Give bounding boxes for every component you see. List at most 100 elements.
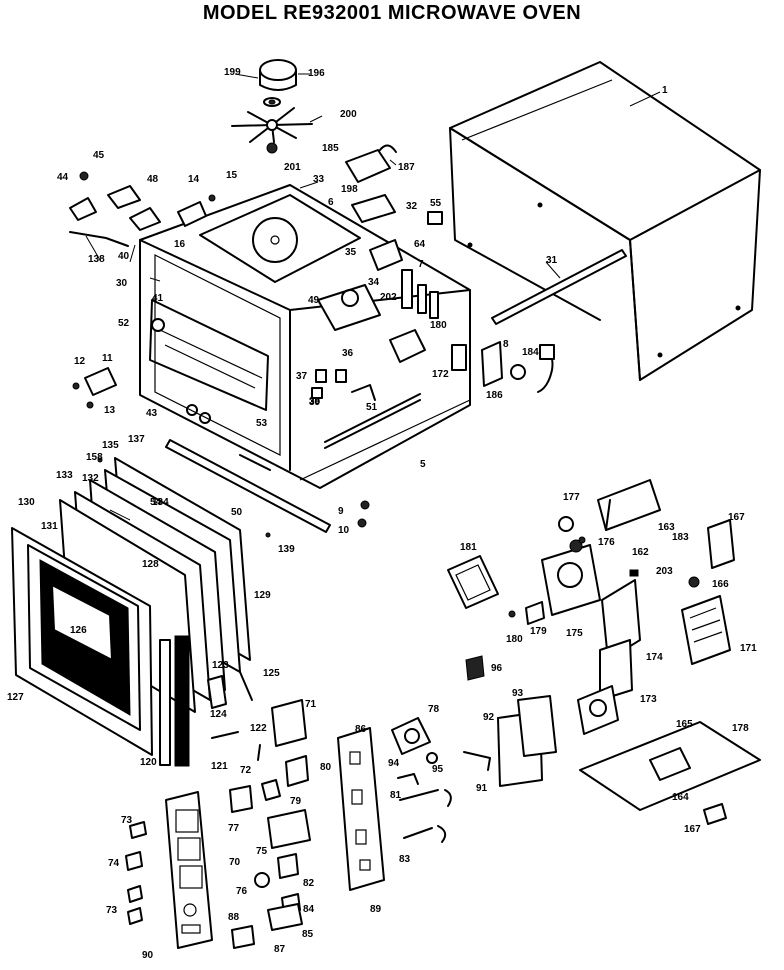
callout-38: 38 (309, 396, 321, 407)
relay (577, 685, 619, 735)
callout-39: 39 (309, 397, 321, 408)
callout-130: 130 (18, 497, 35, 508)
screw-176 (578, 536, 586, 544)
small-cover (427, 211, 443, 225)
callout-91: 91 (476, 783, 488, 794)
callout-138: 138 (88, 254, 105, 265)
gasket-ring (558, 516, 574, 532)
diode (465, 655, 485, 681)
callout-31: 31 (546, 255, 558, 266)
callout-34: 34 (368, 277, 380, 288)
callout-185: 185 (322, 143, 339, 154)
callout-88: 88 (228, 912, 240, 923)
transformer (681, 595, 731, 665)
callout-200: 200 (340, 109, 357, 120)
callout-124: 124 (210, 709, 227, 720)
callout-162: 162 (632, 547, 649, 558)
waveguide-assembly (317, 284, 381, 331)
callout-198: 198 (341, 184, 358, 195)
terminal-strip (401, 269, 439, 319)
callout-64: 64 (414, 239, 426, 250)
callout-87: 87 (274, 944, 286, 955)
callout-30: 30 (116, 278, 128, 289)
cabinet-rail (491, 249, 627, 325)
callout-50: 50 (231, 507, 243, 518)
callout-165: 165 (676, 719, 693, 730)
latch-parts (69, 171, 216, 409)
side-bracket (481, 341, 503, 387)
callout-79: 79 (290, 796, 302, 807)
oven-cavity-chassis (139, 184, 471, 489)
callout-84: 84 (303, 904, 315, 915)
callout-14: 14 (188, 174, 200, 185)
callout-77: 77 (228, 823, 240, 834)
callout-7: 7 (418, 259, 424, 270)
callout-44: 44 (57, 172, 69, 183)
door-hinge-rail (165, 404, 331, 533)
callout-40: 40 (118, 251, 130, 262)
callout-94: 94 (388, 758, 400, 769)
callout-95: 95 (432, 764, 444, 775)
air-guide (599, 569, 641, 701)
foot-bracket (703, 803, 727, 825)
callout-120: 120 (140, 757, 157, 768)
callout-166: 166 (712, 579, 729, 590)
fan-bracket (351, 194, 396, 223)
wiring-parts (397, 752, 452, 843)
lamp-cover (447, 555, 499, 609)
door-latch-parts (207, 671, 261, 761)
screw-139 (265, 532, 271, 538)
callout-173: 173 (640, 694, 657, 705)
callout-55: 55 (430, 198, 442, 209)
callout-71: 71 (305, 699, 317, 710)
screw-9 (360, 500, 370, 510)
callout-133: 133 (56, 470, 73, 481)
callout-121: 121 (211, 761, 228, 772)
mounting-bracket (707, 519, 735, 569)
callout-76: 76 (236, 886, 248, 897)
callout-83: 83 (399, 854, 411, 865)
callout-5: 5 (420, 459, 426, 470)
callout-183: 183 (672, 532, 689, 543)
callout-49: 49 (308, 295, 320, 306)
grommet-166 (688, 576, 700, 588)
lamp-socket (151, 318, 165, 332)
callout-73a: 73 (121, 815, 133, 826)
callout-177: 177 (563, 492, 580, 503)
outer-cabinet (449, 61, 761, 381)
callout-137: 137 (128, 434, 145, 445)
callout-33: 33 (313, 174, 325, 185)
callout-135: 135 (102, 440, 119, 451)
air-duct (597, 479, 661, 531)
callout-16: 16 (174, 239, 186, 250)
callout-32: 32 (406, 201, 418, 212)
callout-175: 175 (566, 628, 583, 639)
callout-35: 35 (345, 247, 357, 258)
callout-86: 86 (355, 724, 367, 735)
magnetron (541, 539, 601, 616)
callout-78: 78 (428, 704, 440, 715)
stirrer-blade (231, 107, 313, 154)
callout-75: 75 (256, 846, 268, 857)
callout-125: 125 (263, 668, 280, 679)
diagram-title: MODEL RE932001 MICROWAVE OVEN (202, 2, 582, 24)
callout-72: 72 (240, 765, 252, 776)
callout-122: 122 (250, 723, 267, 734)
control-buttons (125, 821, 147, 925)
callout-201: 201 (284, 162, 301, 173)
callout-80: 80 (320, 762, 332, 773)
callout-53: 53 (256, 418, 268, 429)
callout-52: 52 (118, 318, 130, 329)
callout-186: 186 (486, 390, 503, 401)
callout-70: 70 (229, 857, 241, 868)
callout-202: 202 (380, 292, 397, 303)
callout-167b: 167 (684, 824, 701, 835)
callout-85: 85 (302, 929, 314, 940)
callout-10: 10 (338, 525, 350, 536)
callout-139: 139 (278, 544, 295, 555)
callout-51: 51 (366, 402, 378, 413)
callout-54: 54 (150, 497, 162, 508)
door-assembly (11, 457, 251, 767)
switch-holder (369, 239, 403, 271)
